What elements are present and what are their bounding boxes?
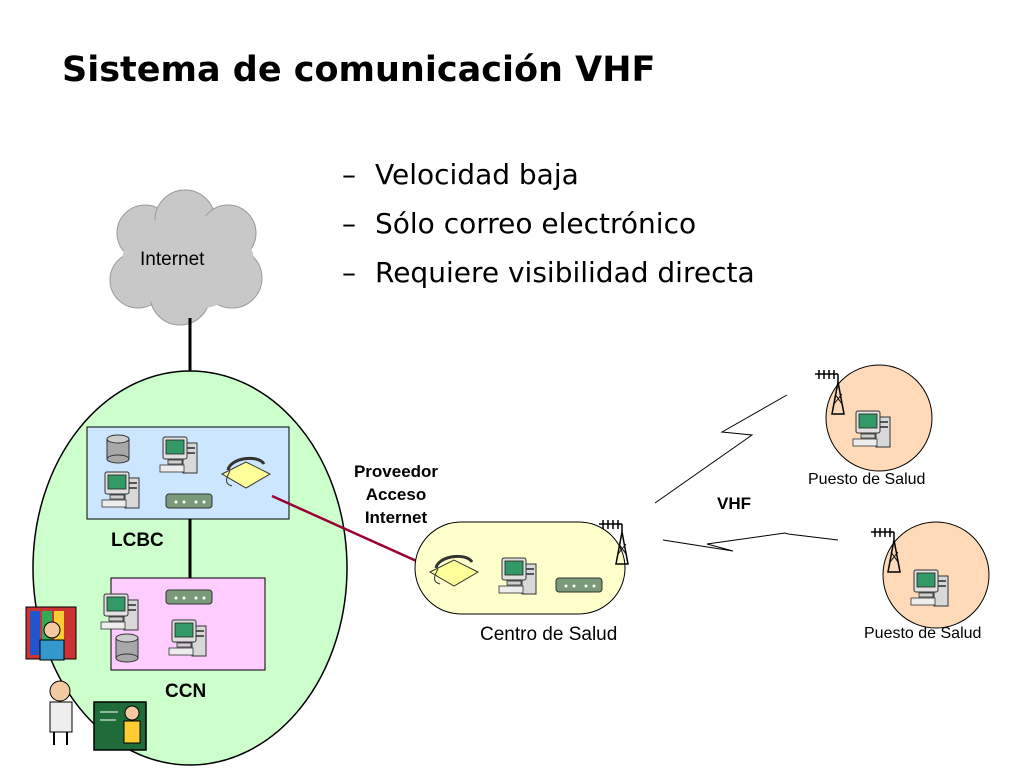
provider-label: Proveedor Acceso Internet	[353, 462, 439, 527]
slide-title: Sistema de comunicación VHF	[62, 50, 656, 90]
person-reading-icon	[25, 606, 77, 661]
bullet-item: –Sólo correo electrónico	[342, 207, 697, 240]
bullet-item: –Requiere visibilidad directa	[342, 256, 755, 289]
database-icon	[115, 633, 139, 663]
internet-label: Internet	[140, 249, 205, 270]
vhf-link-top-icon	[654, 394, 788, 504]
centro-de-salud-label: Centro de Salud	[480, 624, 618, 645]
internet-cloud-icon	[109, 189, 263, 326]
vhf-link-bottom-icon	[662, 532, 839, 552]
vhf-label: VHF	[717, 494, 751, 513]
puesto-bottom-label: Puesto de Salud	[864, 625, 982, 642]
lcbc-label: LCBC	[111, 530, 164, 551]
database-icon	[106, 434, 130, 464]
modem-icon	[165, 589, 213, 605]
bullet-item: –Velocidad baja	[342, 158, 579, 191]
bullet-list: –Velocidad baja –Sólo correo electrónico…	[342, 150, 755, 297]
person-standing-icon	[49, 680, 73, 745]
modem-icon	[165, 493, 213, 509]
modem-icon	[555, 577, 603, 593]
ccn-label: CCN	[165, 681, 207, 702]
teacher-at-board-icon	[93, 701, 147, 751]
provider-link-line	[271, 494, 433, 570]
puesto-top-label: Puesto de Salud	[808, 471, 926, 488]
